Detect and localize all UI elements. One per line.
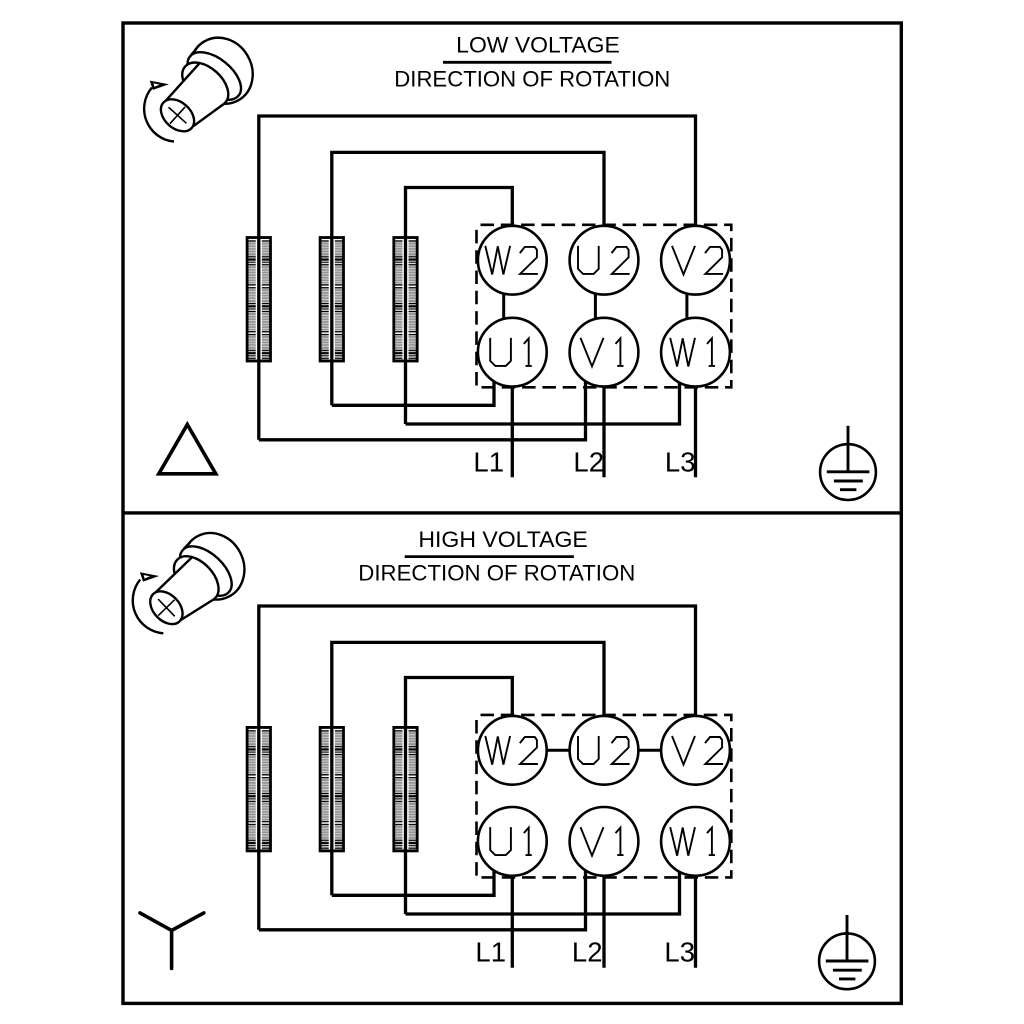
- svg-text:L3: L3: [665, 447, 696, 478]
- svg-text:HIGH VOLTAGE: HIGH VOLTAGE: [418, 527, 587, 552]
- svg-text:LOW VOLTAGE: LOW VOLTAGE: [456, 33, 620, 58]
- svg-text:L1: L1: [473, 447, 504, 478]
- svg-text:L1: L1: [475, 937, 506, 968]
- svg-text:DIRECTION OF ROTATION: DIRECTION OF ROTATION: [358, 561, 635, 586]
- svg-text:DIRECTION OF ROTATION: DIRECTION OF ROTATION: [394, 67, 670, 92]
- svg-text:L2: L2: [572, 937, 603, 968]
- svg-text:L2: L2: [573, 447, 604, 478]
- svg-text:L3: L3: [664, 937, 695, 968]
